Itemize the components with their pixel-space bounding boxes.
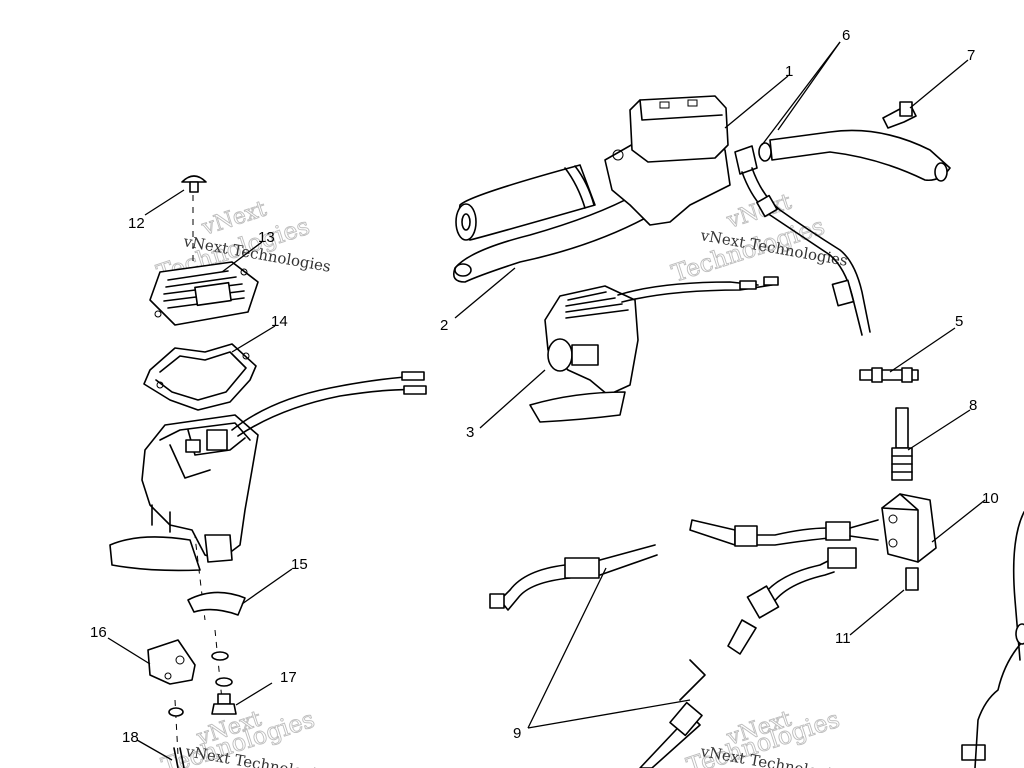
callout-7: 7 <box>967 47 975 64</box>
callout-13: 13 <box>258 229 275 246</box>
left-exploded-assembly <box>109 175 427 768</box>
callout-6: 6 <box>842 27 850 44</box>
callout-18: 18 <box>122 729 139 746</box>
assembly-axis <box>214 629 223 701</box>
callout-1: 1 <box>785 63 793 80</box>
callout-10: 10 <box>982 490 999 507</box>
master-cylinder-assembly <box>452 95 951 336</box>
sealing-washer-part <box>758 142 772 162</box>
callout-8: 8 <box>969 397 977 414</box>
switch-cover-part <box>149 261 259 326</box>
wire-connector-part <box>403 385 427 395</box>
nut-part <box>211 703 237 715</box>
throttle-lever-part <box>529 391 626 423</box>
handlebar-clamp-part <box>147 639 196 685</box>
curved-spacer-part <box>187 591 246 616</box>
throttle-cable-part <box>617 281 759 296</box>
hose-fitting-part <box>895 407 909 449</box>
callout-labels: 1 2 3 5 6 7 8 9 10 11 12 13 14 15 16 17 … <box>90 27 999 746</box>
callout-5: 5 <box>955 313 963 330</box>
callout-12: 12 <box>128 215 145 232</box>
callout-9: 9 <box>513 725 521 742</box>
callout-11: 11 <box>835 630 851 647</box>
leader-lines <box>107 41 986 761</box>
bolt-part <box>217 693 231 705</box>
switch-housing-part <box>109 414 259 572</box>
watermark: vNext Technologies vNext Technologies vN… <box>153 189 849 768</box>
washer-part <box>215 677 233 687</box>
washer-part <box>211 651 229 661</box>
callout-17: 17 <box>280 669 297 686</box>
callout-14: 14 <box>271 313 288 330</box>
screw-part <box>181 175 207 193</box>
callout-2: 2 <box>440 317 448 334</box>
switch-wire-part <box>231 375 421 431</box>
callout-15: 15 <box>291 556 308 573</box>
mounting-bolt-part <box>905 567 919 591</box>
callout-16: 16 <box>90 624 107 641</box>
callout-3: 3 <box>466 424 474 441</box>
brake-hose-part <box>741 171 863 336</box>
hose-pipe-part <box>769 129 951 182</box>
gasket-part <box>143 343 257 411</box>
wire-connector-part <box>401 371 425 381</box>
grip-end-part <box>455 203 477 241</box>
banjo-fitting-part <box>734 145 758 175</box>
screw-part <box>173 747 185 768</box>
washer-part <box>168 707 184 717</box>
tee-block-part <box>881 493 937 563</box>
brake-lever-part <box>452 191 661 283</box>
reservoir-part <box>629 95 729 163</box>
short-hose-part <box>859 367 919 383</box>
throttle-housing-assembly <box>529 276 779 423</box>
brake-tee-assembly <box>881 407 937 591</box>
brake-lines <box>489 519 879 768</box>
assembly-axis <box>174 699 179 756</box>
switch-wire-part <box>237 388 423 437</box>
caliper-partial-part <box>961 511 1024 768</box>
